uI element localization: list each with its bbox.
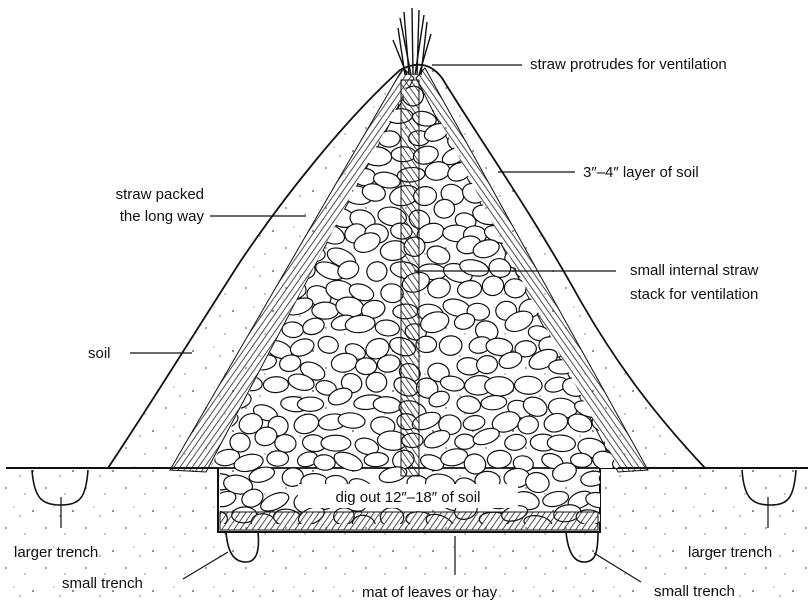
- potato: [282, 121, 308, 144]
- potato: [607, 243, 631, 263]
- potato: [601, 83, 627, 104]
- potato: [625, 208, 649, 230]
- potato: [225, 130, 254, 148]
- label-larger-trench-left: larger trench: [14, 544, 98, 561]
- potato: [577, 278, 603, 299]
- potato: [298, 132, 325, 154]
- potato: [627, 128, 651, 150]
- potato: [229, 157, 256, 178]
- potato: [224, 204, 250, 220]
- potato: [519, 145, 545, 171]
- potato: [307, 106, 340, 133]
- potato: [293, 79, 327, 107]
- potato: [217, 149, 245, 169]
- potato: [187, 263, 213, 282]
- potato: [234, 108, 267, 134]
- potato: [485, 105, 511, 128]
- potato: [198, 166, 223, 184]
- potato: [484, 376, 514, 396]
- potato: [183, 107, 213, 132]
- potato: [473, 88, 499, 109]
- potato: [199, 239, 227, 260]
- potato: [193, 144, 220, 168]
- potato: [218, 109, 247, 127]
- potato: [551, 205, 573, 222]
- label-small-trench-left: small trench: [62, 575, 143, 592]
- potato: [525, 167, 553, 188]
- potato: [213, 223, 239, 248]
- potato: [248, 160, 273, 182]
- label-internal-stack-2: stack for ventilation: [630, 286, 758, 303]
- potato: [541, 142, 572, 170]
- potato: [570, 189, 592, 207]
- potato: [615, 336, 644, 359]
- potato: [241, 148, 266, 170]
- potato: [455, 434, 475, 449]
- label-soil-layer: 3″–4″ layer of soil: [583, 164, 699, 181]
- label-small-trench-right: small trench: [654, 583, 735, 600]
- label-straw-packed-1: straw packed: [116, 186, 204, 203]
- potato: [507, 89, 532, 107]
- potato: [243, 182, 266, 200]
- potato: [497, 132, 526, 147]
- potato: [277, 92, 299, 110]
- potato: [618, 144, 642, 162]
- potato: [366, 372, 387, 392]
- potato: [267, 451, 289, 466]
- potato: [204, 91, 226, 107]
- potato: [263, 376, 288, 392]
- potato: [614, 185, 636, 201]
- potato: [565, 215, 598, 242]
- potato: [581, 248, 606, 269]
- potato: [312, 302, 339, 319]
- potato: [328, 95, 351, 112]
- potato: [580, 201, 607, 223]
- label-straw-protrudes: straw protrudes for ventilation: [530, 56, 727, 73]
- potato: [527, 128, 549, 147]
- potato: [585, 223, 613, 238]
- potato: [259, 107, 290, 133]
- potato: [612, 226, 642, 245]
- potato: [561, 109, 592, 135]
- potato: [597, 125, 626, 149]
- potato: [259, 130, 280, 147]
- potato: [542, 108, 566, 130]
- potato: [286, 143, 313, 167]
- potato: [225, 86, 255, 106]
- potato: [529, 85, 556, 106]
- internal-straw-stack: [401, 80, 419, 476]
- potato: [588, 182, 614, 202]
- potato: [622, 321, 649, 343]
- potato: [199, 127, 231, 148]
- potato: [622, 94, 653, 119]
- potato: [625, 241, 651, 262]
- potato: [288, 110, 313, 131]
- potato: [547, 126, 578, 149]
- potato: [581, 125, 608, 145]
- potato: [321, 435, 351, 451]
- label-larger-trench-right: larger trench: [688, 544, 772, 561]
- label-soil: soil: [88, 345, 111, 362]
- potato: [569, 265, 592, 281]
- straw-mat: [220, 512, 598, 530]
- potato: [593, 108, 622, 132]
- potato: [297, 397, 323, 411]
- potato: [554, 91, 581, 116]
- potato: [602, 202, 624, 219]
- label-internal-stack-1: small internal straw: [630, 262, 759, 279]
- label-straw-packed-2: the long way: [120, 208, 205, 225]
- potato: [615, 109, 649, 135]
- potato: [267, 147, 294, 167]
- potato: [250, 94, 277, 108]
- potato: [212, 181, 237, 205]
- label-mat: mat of leaves or hay: [362, 584, 498, 601]
- potato: [515, 108, 543, 132]
- potato: [597, 275, 623, 295]
- potato: [514, 376, 542, 395]
- label-dig-out: dig out 12″–18″ of soil: [336, 489, 481, 506]
- potato: [579, 94, 610, 116]
- potato: [541, 181, 573, 208]
